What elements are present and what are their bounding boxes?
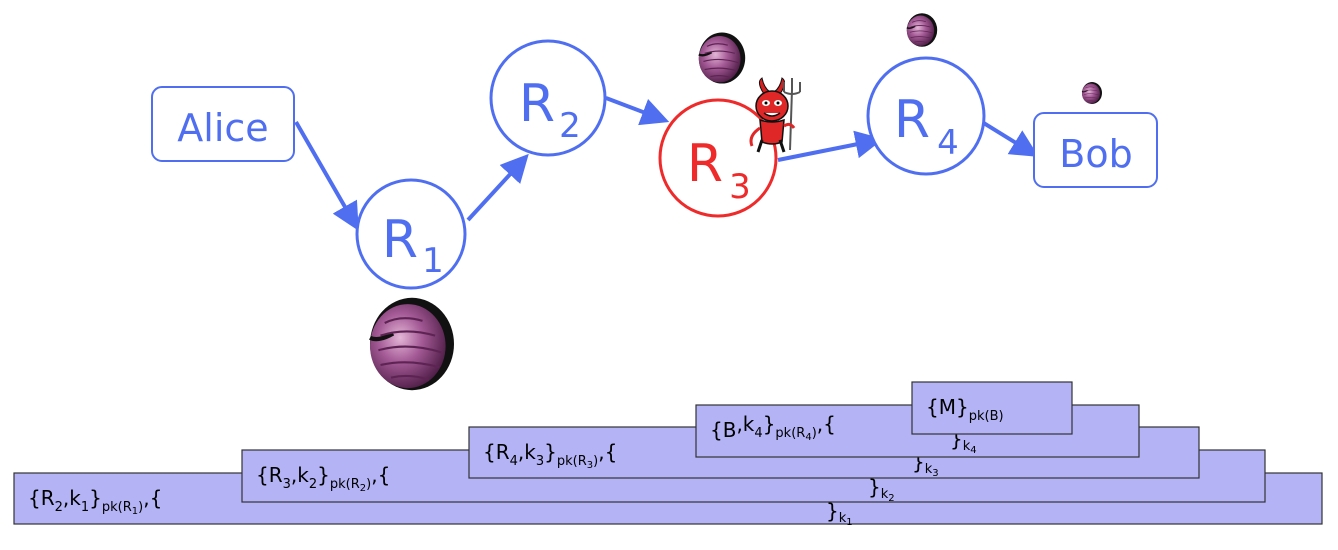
- layer-2-header: {R3,k2}pk(R2),{: [256, 463, 390, 494]
- layer-1-header: {R2,k1}pk(R1),{: [28, 486, 162, 517]
- devil-icon: [749, 77, 801, 153]
- edge-r1-r2: [466, 153, 529, 222]
- r3-subscript: 3: [729, 167, 751, 207]
- onion-icon: [1081, 81, 1103, 105]
- alice-label: Alice: [177, 106, 268, 150]
- edge-r4-bob: [980, 120, 1039, 157]
- layer-1-close: }k1: [826, 499, 853, 528]
- layer-3-header: {R4,k3}pk(R3),{: [483, 440, 617, 471]
- edge-r3-r4: [777, 130, 884, 162]
- layer-2-close: }k2: [868, 475, 895, 504]
- r2-subscript: 2: [559, 106, 581, 146]
- message-label: {M}pk(B): [926, 395, 1004, 424]
- onion-icon: [697, 31, 747, 85]
- node-r3-adversary: R 3: [658, 98, 778, 218]
- r3-label: R: [687, 134, 723, 194]
- edge-r2-r3: [605, 96, 670, 126]
- r4-subscript: 4: [937, 123, 959, 163]
- r1-label: R: [382, 210, 418, 270]
- r4-label: R: [894, 90, 930, 150]
- edges: [294, 96, 1039, 231]
- node-r1: R 1: [355, 178, 467, 290]
- node-r2: R 2: [489, 39, 607, 157]
- node-bob: Bob: [1033, 112, 1158, 188]
- message-box: {M}pk(B): [911, 381, 1073, 435]
- layer-4-header: {B,k4}pk(R4),{: [710, 412, 836, 443]
- r1-subscript: 1: [422, 241, 444, 281]
- onion-icon: [906, 12, 938, 48]
- node-alice: Alice: [151, 86, 295, 162]
- node-r4: R 4: [866, 56, 986, 176]
- r2-label: R: [519, 74, 555, 134]
- bob-label: Bob: [1059, 132, 1132, 176]
- edge-alice-r1: [294, 121, 359, 231]
- onion-icon: [370, 298, 454, 390]
